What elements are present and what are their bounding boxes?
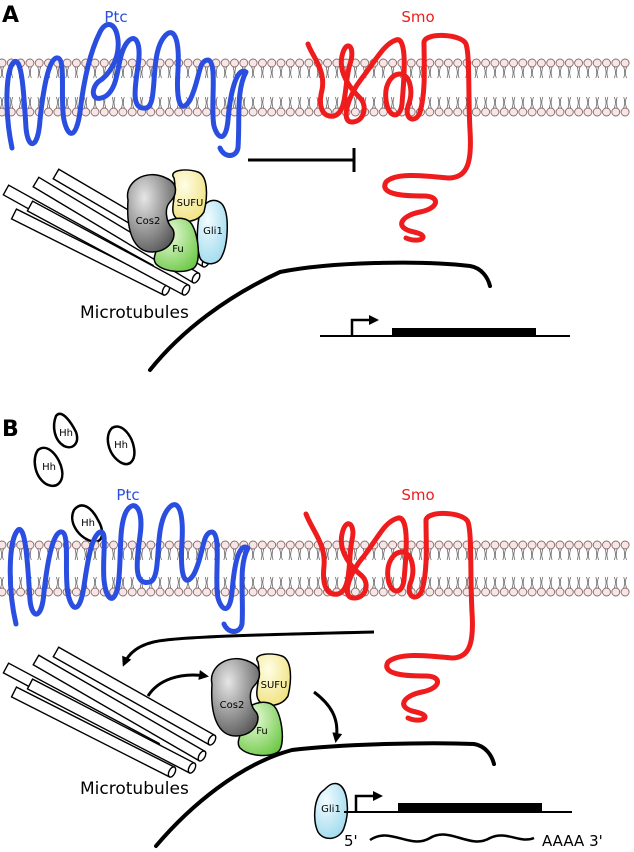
cos2-protein bbox=[210, 657, 261, 737]
nuclear-membrane bbox=[154, 741, 496, 848]
cos2-label: Cos2 bbox=[136, 216, 161, 227]
nuclear-entry-arrow bbox=[313, 690, 343, 743]
ptc-receptor bbox=[4, 22, 249, 158]
smo-label: Smo bbox=[401, 8, 434, 26]
smo-receptor bbox=[303, 511, 475, 723]
microtubules-label: Microtubules bbox=[80, 303, 189, 323]
target-gene bbox=[344, 791, 572, 813]
sufu-protein bbox=[172, 169, 208, 223]
mrna-transcript: 5' AAAA 3' bbox=[344, 832, 603, 850]
cos2-label: Cos2 bbox=[220, 700, 245, 711]
hh-ligand: Hh bbox=[106, 425, 136, 466]
gli1-label: Gli1 bbox=[203, 226, 223, 237]
microtubules bbox=[2, 646, 217, 778]
sufu-protein bbox=[256, 653, 292, 707]
hh-label: Hh bbox=[114, 440, 128, 451]
mrna-polya-label: AAAA 3' bbox=[542, 832, 603, 850]
microtubule-release-arrow bbox=[146, 669, 209, 697]
signaling-arrows bbox=[122, 630, 375, 743]
promoter-arrow bbox=[350, 315, 379, 336]
mrna-strand bbox=[369, 833, 535, 843]
microtubules-label: Microtubules bbox=[80, 779, 189, 799]
ptc-label: Ptc bbox=[116, 486, 139, 504]
panel-b-letter: B bbox=[2, 417, 19, 442]
fu-label: Fu bbox=[256, 726, 268, 737]
panel-a: A Ptc Smo Cos2 SUFU Fu Gli1 Microtubules bbox=[0, 3, 630, 372]
nuclear-membrane bbox=[148, 260, 492, 372]
panel-b: B Hh Hh Hh Hh Ptc S bbox=[0, 412, 630, 850]
hh-label: Hh bbox=[59, 428, 73, 439]
cytoplasmic-complex: Cos2 SUFU Fu Gli1 bbox=[126, 169, 228, 273]
smo-label: Smo bbox=[401, 486, 434, 504]
hh-label: Hh bbox=[42, 462, 56, 473]
smo-receptor bbox=[305, 33, 473, 243]
hh-label: Hh bbox=[81, 518, 95, 529]
panel-a-letter: A bbox=[2, 3, 19, 28]
fu-label: Fu bbox=[172, 244, 184, 255]
gli1-label: Gli1 bbox=[321, 804, 341, 815]
cos2-protein bbox=[126, 173, 177, 253]
mrna-5prime-label: 5' bbox=[344, 832, 358, 850]
smo-to-microtubule-arrow bbox=[122, 630, 375, 667]
promoter-arrow bbox=[354, 791, 383, 812]
cytoplasmic-complex: Cos2 SUFU Fu bbox=[210, 653, 292, 757]
gli1-nuclear: Gli1 bbox=[313, 782, 349, 840]
hh-ligand: Hh bbox=[33, 446, 64, 487]
gli1-protein bbox=[313, 782, 349, 840]
hh-ligands: Hh Hh Hh Hh bbox=[33, 412, 136, 544]
target-gene bbox=[320, 315, 570, 337]
ptc-label: Ptc bbox=[104, 8, 127, 26]
membrane-bilayer bbox=[0, 540, 630, 597]
sufu-label: SUFU bbox=[261, 680, 288, 691]
ptc-receptor bbox=[7, 502, 251, 634]
sufu-label: SUFU bbox=[177, 198, 204, 209]
inhibition-arrow bbox=[248, 148, 356, 172]
hh-ligand: Hh bbox=[52, 412, 79, 449]
